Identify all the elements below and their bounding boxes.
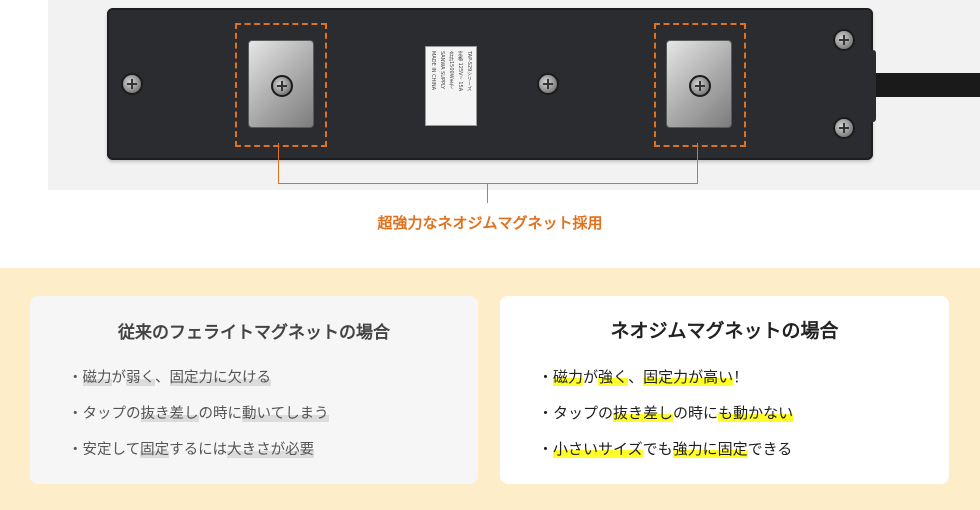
item-text: 安定して bbox=[82, 442, 141, 458]
ferrite-item: ・磁力が弱く、固定力に欠ける bbox=[68, 366, 271, 387]
bullet: ・ bbox=[68, 406, 83, 422]
highlighted-text: 強く bbox=[598, 368, 629, 386]
magnet-highlight-right bbox=[654, 23, 746, 147]
neodymium-item: ・タップの抜き差しの時にも動かない bbox=[538, 402, 794, 423]
item-text: の時に bbox=[198, 406, 243, 422]
magnet-highlight-left bbox=[235, 23, 327, 147]
highlighted-text: 動いてしまう bbox=[242, 406, 329, 422]
label-line: SANWA SUPPLY bbox=[439, 51, 445, 90]
highlighted-text: 磁力 bbox=[82, 370, 112, 386]
bullet: ・ bbox=[68, 442, 83, 458]
highlighted-text: 強力に固定 bbox=[672, 440, 748, 458]
label-line: 定格 125V~ 15A bbox=[457, 51, 463, 92]
ferrite-item: ・安定して固定するには大きさが必要 bbox=[68, 438, 315, 459]
neodymium-item: ・小さいサイズでも強力に固定できる bbox=[538, 438, 792, 459]
cable-end-cap bbox=[862, 50, 876, 122]
neodymium-item: ・磁力が強く、固定力が高い！ bbox=[538, 366, 748, 387]
ferrite-item: ・タップの抜き差しの時に動いてしまう bbox=[68, 402, 329, 423]
highlighted-text: も動かない bbox=[718, 404, 794, 422]
magnet-left bbox=[248, 40, 314, 128]
neodymium-card-title: ネオジムマグネットの場合 bbox=[610, 320, 839, 342]
highlighted-text: 抜き差し bbox=[613, 404, 674, 422]
magnet-caption: 超強力なネオジムマグネット採用 bbox=[377, 214, 603, 232]
product-label-sticker: TAP-S29シリーズ 定格 125V~ 15A 合計1500Wまで SANWA… bbox=[425, 46, 477, 126]
bullet: ・ bbox=[538, 404, 554, 422]
label-line: MADE IN CHINA bbox=[430, 51, 436, 91]
highlighted-text: 弱く bbox=[126, 370, 155, 386]
screw-icon bbox=[833, 29, 855, 51]
highlighted-text: 固定 bbox=[140, 442, 170, 458]
item-text: が bbox=[583, 368, 599, 386]
item-text: 、 bbox=[155, 370, 170, 386]
screw-icon bbox=[537, 73, 559, 95]
power-strip-underside bbox=[107, 8, 873, 160]
screw-icon bbox=[121, 73, 143, 95]
label-line: 合計1500Wまで bbox=[448, 51, 454, 89]
highlighted-text: 磁力 bbox=[553, 368, 584, 386]
item-text: できる bbox=[747, 440, 793, 458]
bullet: ・ bbox=[68, 370, 83, 386]
bullet: ・ bbox=[538, 440, 554, 458]
ferrite-magnet-card: 従来のフェライトマグネットの場合 ・磁力が弱く、固定力に欠ける ・タップの抜き差… bbox=[30, 296, 478, 484]
item-text: 、 bbox=[628, 368, 644, 386]
item-text: が bbox=[111, 370, 127, 386]
highlighted-text: 大きさが必要 bbox=[227, 442, 315, 458]
product-photo-area: TAP-S29シリーズ 定格 125V~ 15A 合計1500Wまで SANWA… bbox=[0, 0, 980, 268]
highlighted-text: 固定力が高い bbox=[643, 368, 734, 386]
neodymium-magnet-card: ネオジムマグネットの場合 ・磁力が強く、固定力が高い！ ・タップの抜き差しの時に… bbox=[500, 296, 949, 484]
bullet: ・ bbox=[538, 368, 554, 386]
magnet-right bbox=[666, 40, 732, 128]
screw-icon bbox=[689, 75, 711, 97]
caption-bracket-stem bbox=[487, 183, 488, 203]
screw-icon bbox=[271, 75, 293, 97]
power-cable bbox=[872, 73, 980, 97]
label-line: TAP-S29シリーズ bbox=[466, 51, 472, 92]
item-text: するには bbox=[169, 442, 228, 458]
ferrite-card-title: 従来のフェライトマグネットの場合 bbox=[118, 323, 390, 343]
item-text: タップの bbox=[553, 404, 614, 422]
highlighted-text: 抜き差し bbox=[140, 406, 199, 422]
highlighted-text: 小さいサイズ bbox=[553, 440, 643, 458]
item-text: の時に bbox=[673, 404, 719, 422]
highlighted-text: 固定力に欠ける bbox=[169, 370, 271, 386]
screw-icon bbox=[833, 117, 855, 139]
item-text: でも bbox=[642, 440, 673, 458]
caption-bracket bbox=[278, 143, 698, 184]
item-text: ！ bbox=[733, 368, 749, 386]
item-text: タップの bbox=[82, 406, 141, 422]
